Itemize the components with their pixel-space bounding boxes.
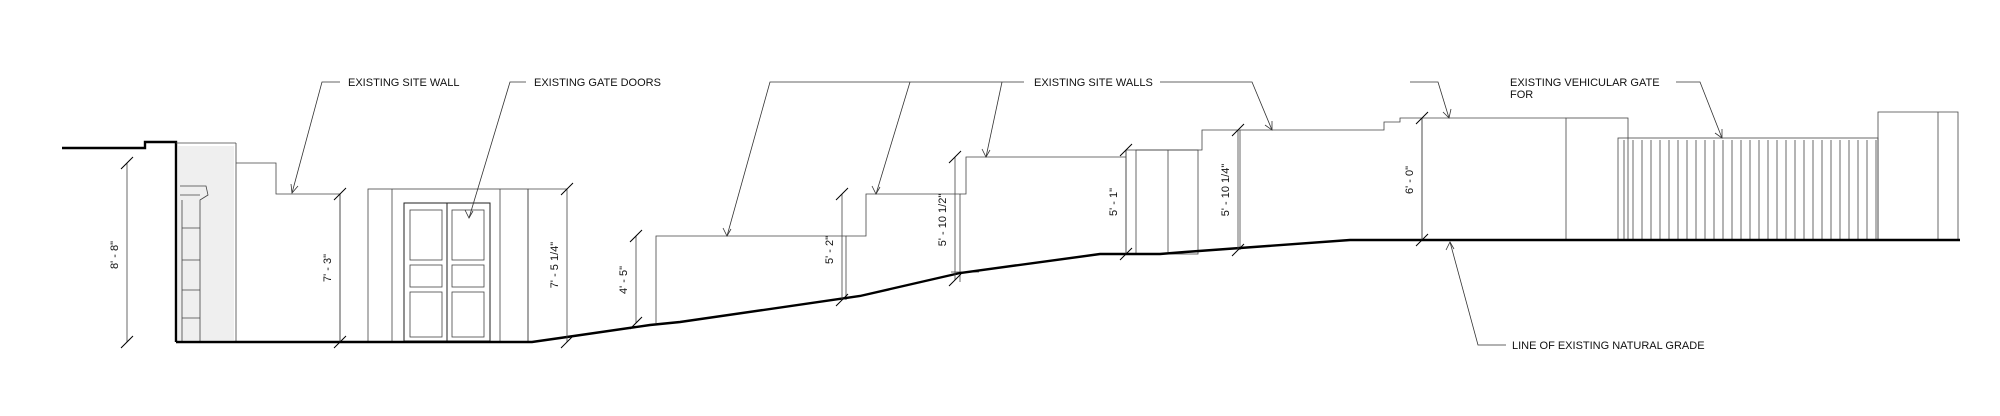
label-natural-grade: LINE OF EXISTING NATURAL GRADE: [1512, 340, 1705, 352]
dim-7ft-3in: 7' - 3": [322, 254, 334, 282]
leader-lines: [290, 81, 1723, 346]
existing-site-walls-stepped: [655, 111, 1959, 323]
left-building: [62, 140, 237, 342]
dim-4ft-5in: 4' - 5": [618, 266, 630, 294]
dim-6ft-0in: 6' - 0": [1404, 166, 1416, 194]
dim-7ft-5-1-4in: 7' - 5 1/4": [549, 242, 561, 288]
label-existing-gate-doors: EXISTING GATE DOORS: [534, 77, 661, 89]
vehicular-gate-pickets: [1623, 140, 1877, 240]
dim-5ft-1in: 5' - 1": [1108, 188, 1120, 216]
dim-5ft-2in: 5' - 2": [824, 236, 836, 264]
natural-grade-line: [176, 238, 1960, 344]
dim-5ft-10-1-4in: 5' - 10 1/4": [1220, 164, 1232, 217]
label-existing-site-walls: EXISTING SITE WALLS: [1034, 77, 1153, 89]
label-existing-vehicular-gate-line2: FOR: [1510, 89, 1533, 101]
label-existing-site-wall: EXISTING SITE WALL: [348, 77, 459, 89]
dim-5ft-10-1-2in: 5' - 10 1/2": [937, 194, 949, 247]
dim-8ft-8in: 8' - 8": [109, 241, 121, 269]
label-existing-vehicular-gate: EXISTING VEHICULAR GATE: [1510, 77, 1660, 89]
existing-gate-doors: [403, 202, 491, 342]
dimension-lines: [120, 111, 1429, 349]
